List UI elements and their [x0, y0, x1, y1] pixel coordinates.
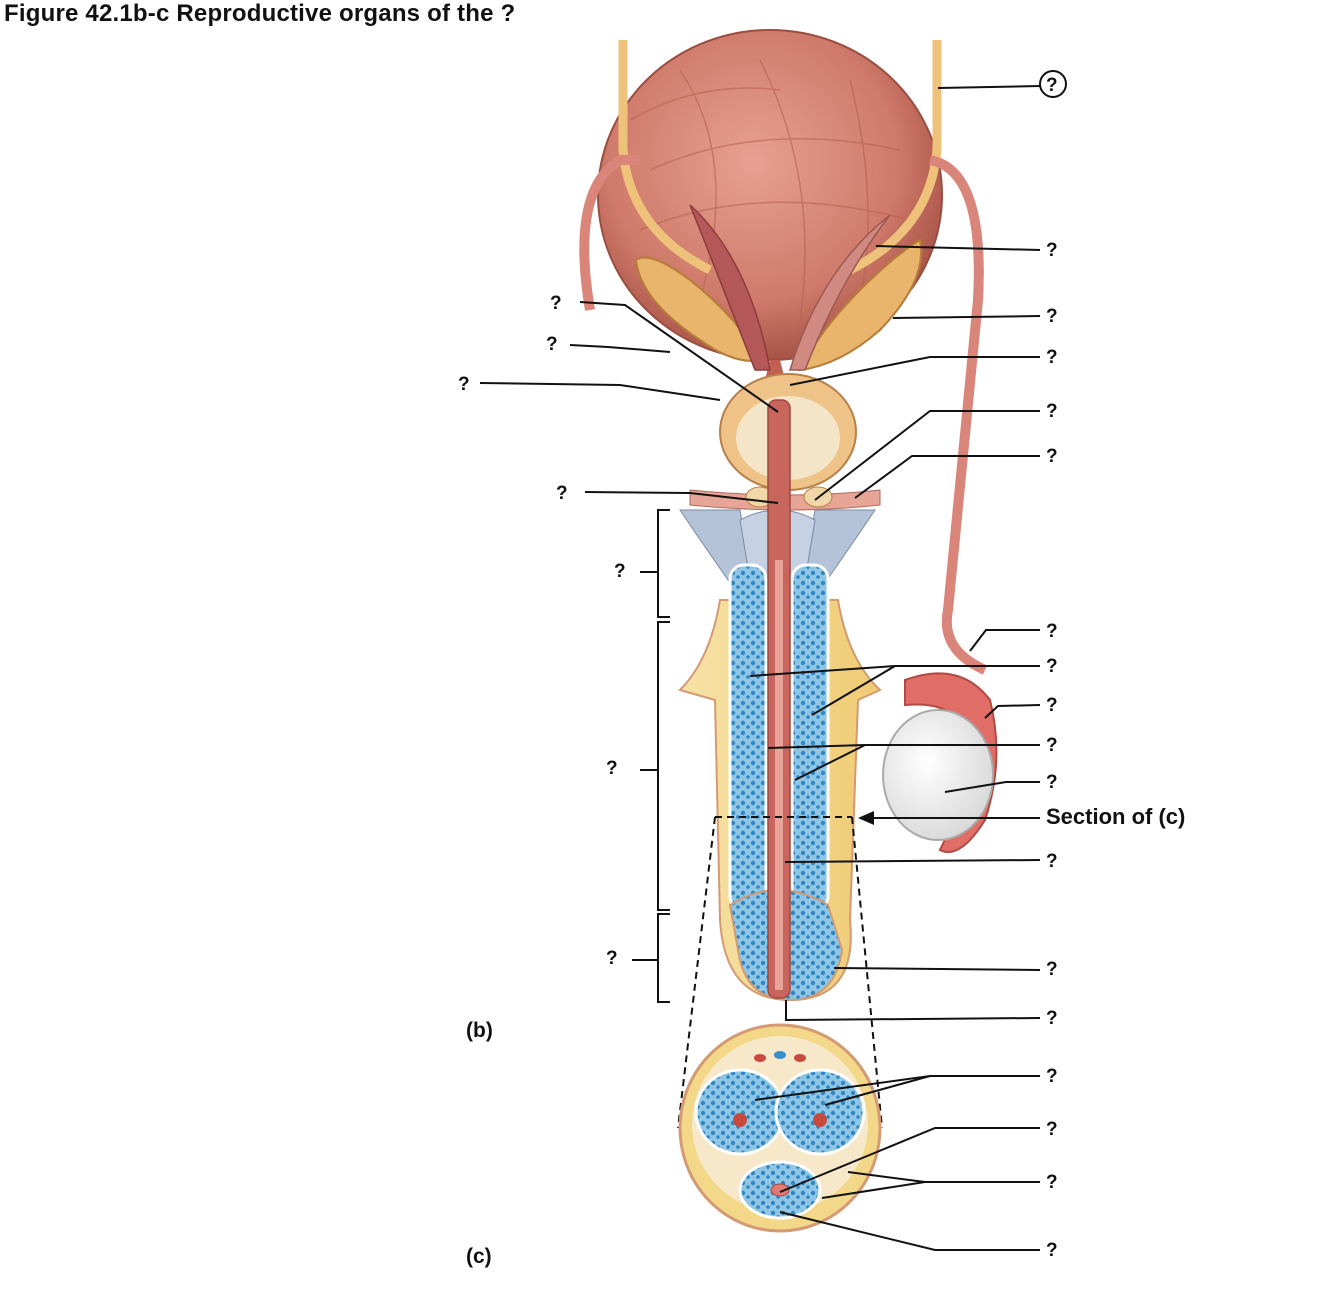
vas-deferens [579, 155, 988, 675]
label-right-2: ? [1046, 240, 1058, 261]
label-right-16: ? [1046, 1119, 1058, 1140]
cross-section [678, 1023, 882, 1233]
label-right-4: ? [1046, 347, 1058, 368]
panel-label-b: (b) [466, 1019, 493, 1042]
label-right-17: ? [1046, 1172, 1058, 1193]
label-right-11: ? [1046, 772, 1058, 793]
leader-lines [479, 85, 1041, 1251]
testis [882, 672, 998, 853]
label-right-14: ? [1046, 1008, 1058, 1029]
label-bracket-1: ? [614, 561, 626, 582]
label-left-3: ? [458, 374, 470, 395]
label-right-15: ? [1046, 1066, 1058, 1087]
label-left-1: ? [550, 293, 562, 314]
label-bracket-3: ? [606, 948, 618, 969]
label-left-4: ? [556, 483, 568, 504]
figure-title: Figure 42.1b-c Reproductive organs of th… [4, 0, 516, 27]
label-right-18: ? [1046, 1240, 1058, 1261]
label-right-6: ? [1046, 446, 1058, 467]
panel-label-c: (c) [466, 1245, 492, 1268]
label-bracket-2: ? [606, 758, 618, 779]
section-label: Section of (c) [1046, 804, 1185, 829]
label-left-2: ? [546, 334, 558, 355]
label-right-12: ? [1046, 851, 1058, 872]
label-right-7: ? [1046, 621, 1058, 642]
label-right-10: ? [1046, 735, 1058, 756]
label-right-8: ? [1046, 656, 1058, 677]
label-right-13: ? [1046, 959, 1058, 980]
label-right-3: ? [1046, 306, 1058, 327]
section-indicator [677, 811, 1040, 1129]
circled-label-marker [1039, 70, 1067, 98]
penis-shaft [678, 399, 882, 1002]
label-right-9: ? [1046, 695, 1058, 716]
label-right-1: ? [1046, 75, 1058, 96]
label-right-5: ? [1046, 401, 1058, 422]
seminal-vesicles [634, 204, 923, 372]
